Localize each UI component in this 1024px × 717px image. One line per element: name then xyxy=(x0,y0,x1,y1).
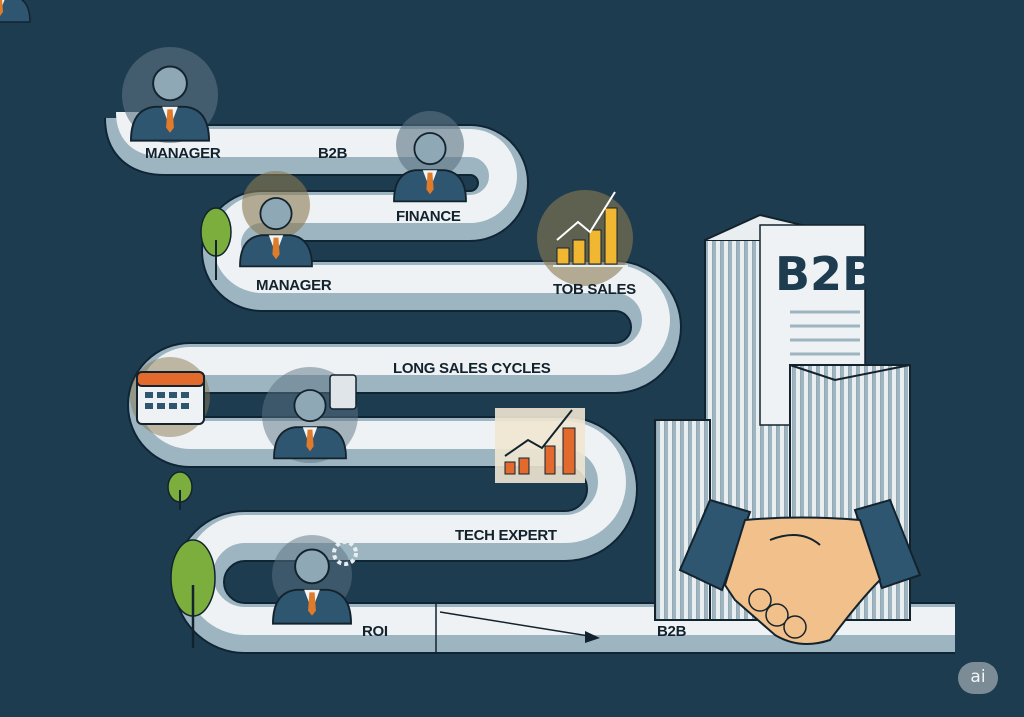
label-roi: ROI xyxy=(362,623,388,640)
calendar-icon xyxy=(130,357,210,437)
tree-icon xyxy=(200,207,232,280)
handshake-icon xyxy=(678,498,922,645)
label-tob-sales: TOB SALES xyxy=(553,281,636,298)
ai-watermark-badge: ai xyxy=(958,662,998,694)
label-tech-expert: TECH EXPERT xyxy=(455,527,557,544)
winding-road xyxy=(104,111,955,654)
manager-person-icon xyxy=(0,0,31,23)
building-sign: B2B xyxy=(775,247,877,301)
label-b2b-top: B2B xyxy=(318,145,348,162)
gear-icon xyxy=(332,540,358,566)
label-b2b-bottom: B2B xyxy=(657,623,687,640)
sales-chart-icon xyxy=(537,190,633,286)
label-finance: FINANCE xyxy=(396,208,461,225)
calculator-icon xyxy=(329,374,357,410)
label-long-sales-cycles: LONG SALES CYCLES xyxy=(393,360,551,377)
tree-icon xyxy=(167,471,193,510)
label-manager-top: MANAGER xyxy=(145,145,221,162)
label-manager-second: MANAGER xyxy=(256,277,332,294)
tree-icon xyxy=(170,539,216,648)
growth-chart-icon xyxy=(495,408,585,483)
